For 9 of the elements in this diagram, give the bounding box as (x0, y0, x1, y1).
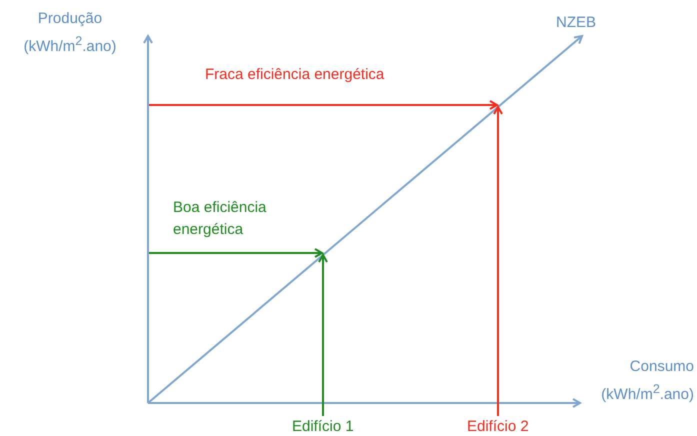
building-label: Edifício 2 (467, 417, 529, 436)
building-label: Edifício 1 (292, 417, 354, 436)
arrow (318, 254, 328, 416)
arrow (493, 106, 503, 416)
arrow-label: Boa eficiência energética (173, 198, 268, 240)
axis-title: Consumo (kWh/m$^{2}$.ano) (600, 357, 694, 405)
arrow-label: Fraca eficiência energética (205, 65, 386, 85)
axis-title: Produção (kWh/m$^{2}$.ano) (22, 9, 118, 57)
line-label: NZEB (556, 13, 598, 33)
